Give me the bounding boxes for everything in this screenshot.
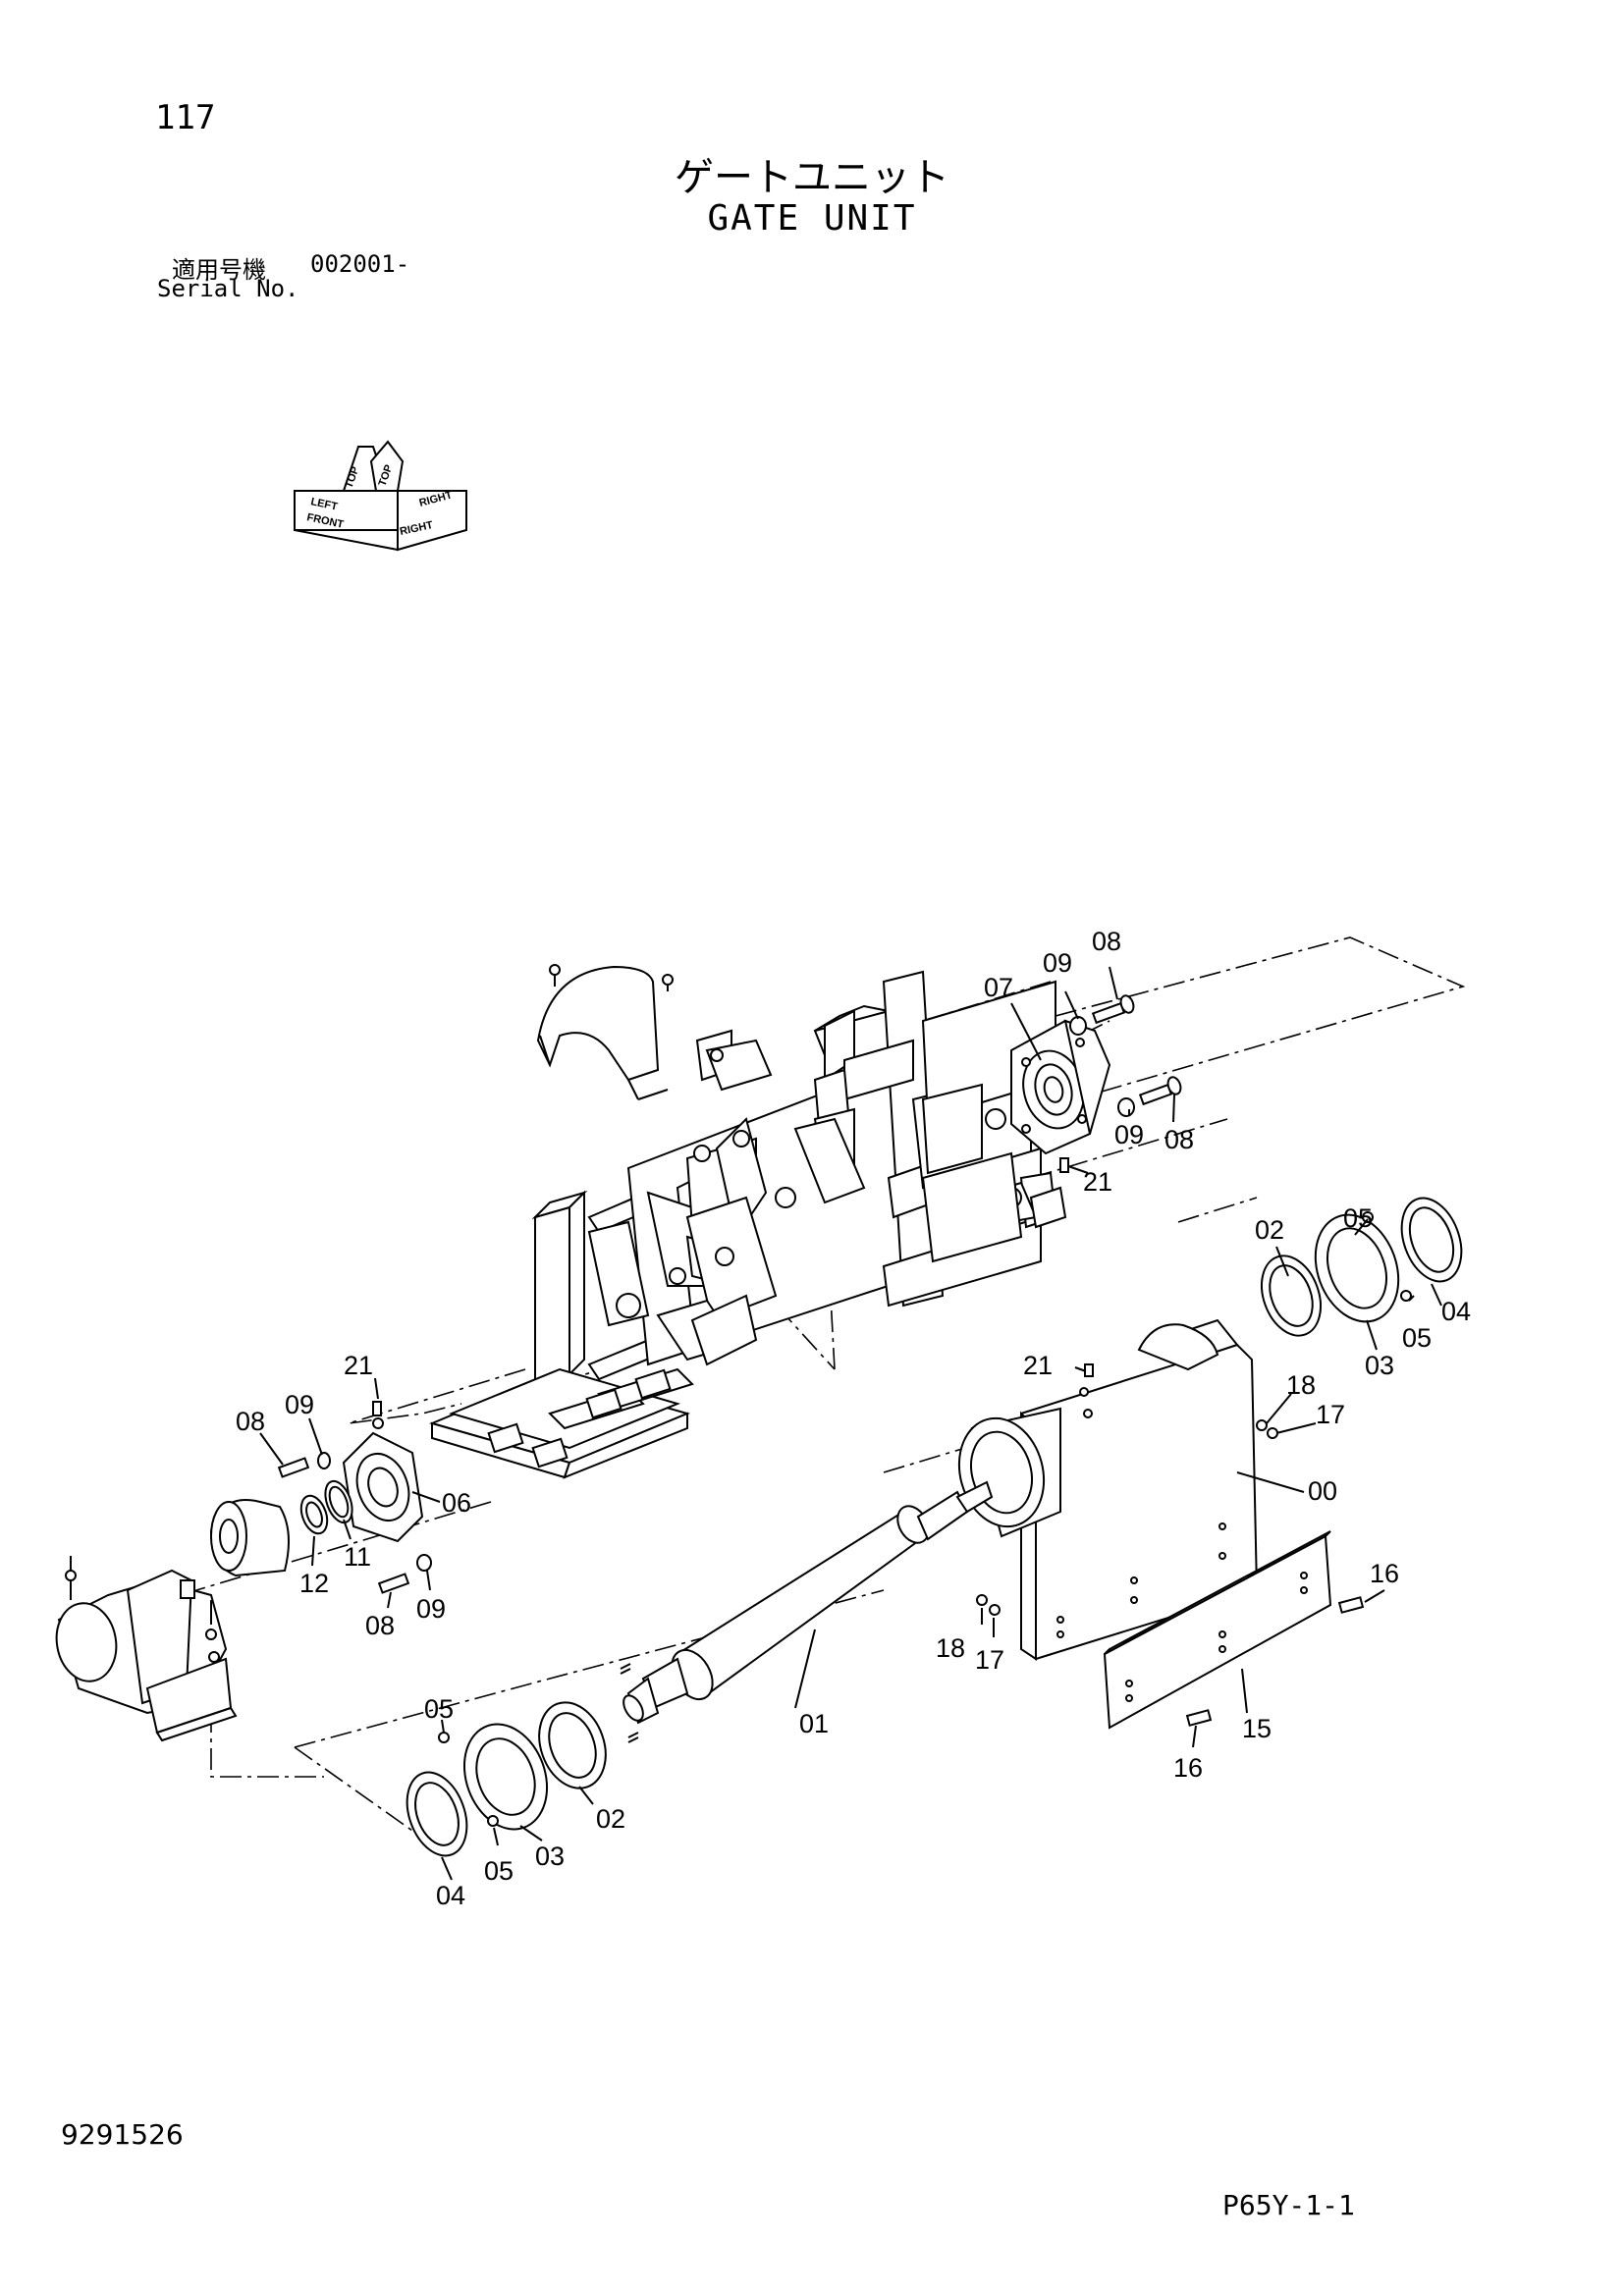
orientation-indicator-icon: FRONT RIGHT TOP TOP LEFT RIGHT bbox=[294, 440, 467, 552]
callout-12: 12 bbox=[299, 1569, 329, 1598]
callout-08-left-bottom: 08 bbox=[365, 1611, 395, 1640]
callout-09-mid: 09 bbox=[1114, 1120, 1144, 1149]
plate-15 bbox=[1103, 1530, 1332, 1730]
bolts-washers-top bbox=[1059, 994, 1182, 1173]
page-code: P65Y-1-1 bbox=[1222, 2189, 1355, 2221]
page-title-english: GATE UNIT bbox=[707, 198, 917, 239]
callout-08-mid: 08 bbox=[1164, 1125, 1194, 1154]
callout-09-left-bottom: 09 bbox=[416, 1594, 446, 1624]
callout-09-top: 09 bbox=[1043, 948, 1072, 978]
callout-labels: 08 09 07 08 09 21 05 02 03 04 05 21 18 1… bbox=[236, 927, 1471, 1910]
leader-lines bbox=[259, 966, 1442, 1881]
callout-16-right: 16 bbox=[1370, 1559, 1399, 1588]
callout-17-right: 17 bbox=[1316, 1400, 1345, 1429]
callout-00: 00 bbox=[1308, 1476, 1337, 1506]
gate-frame-assembly bbox=[428, 970, 1067, 1479]
callout-01: 01 bbox=[799, 1709, 829, 1738]
callout-03-right: 03 bbox=[1365, 1351, 1394, 1380]
callout-05-right-2: 05 bbox=[1402, 1323, 1432, 1353]
top-bracket-part bbox=[695, 1029, 773, 1092]
callout-07: 07 bbox=[984, 973, 1013, 1002]
callout-06: 06 bbox=[442, 1488, 471, 1518]
left-bearings bbox=[406, 1701, 607, 1857]
document-number: 9291526 bbox=[61, 2118, 184, 2151]
callout-11: 11 bbox=[344, 1542, 371, 1572]
callout-17-mid: 17 bbox=[975, 1645, 1004, 1675]
callout-09-left: 09 bbox=[285, 1390, 314, 1419]
right-bearings bbox=[1261, 1197, 1463, 1337]
flange-bearing-06 bbox=[342, 1401, 424, 1543]
callout-18-right: 18 bbox=[1286, 1370, 1316, 1400]
flange-bearing-07 bbox=[1010, 1019, 1111, 1155]
top-cover-part bbox=[536, 964, 674, 1100]
callout-03-bottom: 03 bbox=[535, 1842, 565, 1871]
callout-05-bottom-2: 05 bbox=[484, 1856, 514, 1886]
orientation-left: LEFT bbox=[309, 496, 339, 513]
serial-label-japanese: 適用号機 bbox=[172, 256, 266, 284]
callout-21-mid: 21 bbox=[1023, 1351, 1053, 1380]
callout-16-bottom: 16 bbox=[1173, 1753, 1203, 1783]
callout-05-bottom-1: 05 bbox=[424, 1694, 454, 1724]
callout-05-right-1: 05 bbox=[1343, 1203, 1373, 1233]
callout-21-left: 21 bbox=[344, 1351, 373, 1380]
serial-label-english: Serial No. bbox=[157, 275, 299, 302]
callout-02-bottom: 02 bbox=[596, 1804, 625, 1834]
callout-08-top: 08 bbox=[1092, 927, 1121, 956]
page-title-japanese: ゲートユニット bbox=[675, 155, 949, 200]
callout-18-mid: 18 bbox=[936, 1633, 965, 1663]
serial-number: 002001- bbox=[310, 250, 410, 278]
coupling-drum bbox=[209, 1499, 290, 1577]
callout-02-right: 02 bbox=[1255, 1215, 1284, 1245]
left-rings-bolts bbox=[277, 1452, 432, 1594]
callout-15: 15 bbox=[1242, 1714, 1272, 1743]
callout-08-left: 08 bbox=[236, 1407, 265, 1436]
callout-04-right: 04 bbox=[1441, 1297, 1471, 1326]
gear-motor bbox=[55, 1556, 238, 1742]
drum-shaft-01 bbox=[620, 1480, 994, 1743]
page-number: 117 bbox=[155, 98, 216, 137]
housing-plate-00 bbox=[957, 1318, 1259, 1661]
callout-04-bottom: 04 bbox=[436, 1881, 465, 1910]
callout-21-top: 21 bbox=[1083, 1167, 1112, 1197]
